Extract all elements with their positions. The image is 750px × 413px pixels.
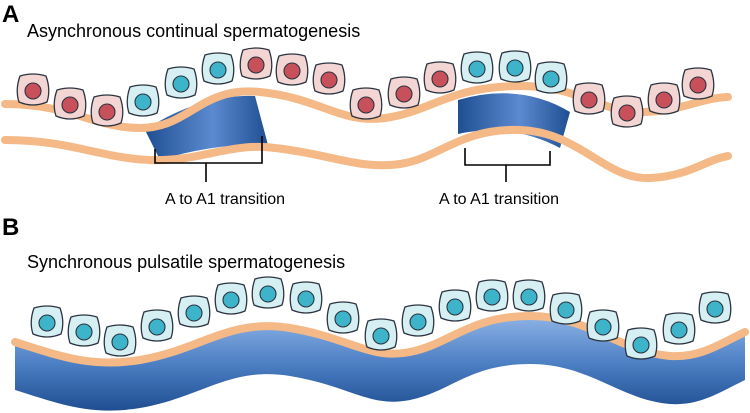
germ-cell — [387, 76, 421, 109]
germ-cells-a — [16, 47, 715, 128]
germ-cell — [698, 291, 732, 324]
germ-cell — [103, 324, 137, 357]
germ-cell — [312, 62, 346, 95]
tubule-lumen-b — [15, 316, 745, 411]
germ-cell — [326, 301, 360, 334]
germ-cell — [239, 47, 273, 80]
germ-cell — [53, 87, 87, 120]
germ-cell — [201, 52, 235, 85]
germ-cell — [251, 276, 285, 309]
tubule-wall-lower — [1, 125, 732, 183]
germ-cell — [586, 309, 620, 342]
germ-cell — [275, 53, 309, 86]
germ-cell — [624, 327, 658, 360]
panel-b: B Synchronous pulsatile spermatogenesis — [2, 214, 749, 411]
germ-cells-b — [30, 276, 732, 360]
germ-cell — [67, 314, 101, 347]
panel-a-letter: A — [2, 1, 19, 28]
germ-cell — [289, 281, 323, 314]
germ-cell — [30, 305, 64, 338]
bracket-2 — [464, 148, 551, 182]
germ-cell — [423, 61, 457, 94]
germ-cell — [177, 295, 211, 328]
bracket-1 — [154, 136, 263, 182]
panel-b-letter: B — [2, 214, 19, 241]
germ-cell — [512, 279, 546, 312]
germ-cell — [460, 51, 494, 84]
germ-cell — [498, 50, 532, 83]
bracket-2-label: A to A1 transition — [439, 191, 559, 208]
germ-cell — [364, 318, 398, 351]
germ-cell — [438, 289, 472, 322]
germ-cell — [475, 279, 509, 312]
germ-cell — [662, 312, 696, 345]
germ-cell — [214, 282, 248, 315]
germ-cell — [647, 82, 681, 115]
panel-a: A Asynchronous continual spermatogenesis… — [1, 1, 732, 208]
germ-cell — [90, 94, 124, 127]
panel-b-title: Synchronous pulsatile spermatogenesis — [27, 252, 345, 272]
germ-cell — [126, 84, 160, 117]
germ-cell — [681, 67, 715, 100]
panel-a-title: Asynchronous continual spermatogenesis — [27, 21, 360, 41]
germ-cell — [610, 95, 644, 128]
germ-cell — [164, 66, 198, 99]
germ-cell — [140, 309, 174, 342]
germ-cell — [16, 73, 50, 106]
transition-segment-1 — [145, 95, 268, 160]
germ-cell — [401, 304, 435, 337]
tubule-wall-b-upper — [11, 311, 749, 367]
germ-cell — [549, 292, 583, 325]
germ-cell — [534, 61, 568, 94]
germ-cell — [349, 87, 383, 120]
bracket-1-label: A to A1 transition — [165, 191, 285, 208]
germ-cell — [572, 82, 606, 115]
